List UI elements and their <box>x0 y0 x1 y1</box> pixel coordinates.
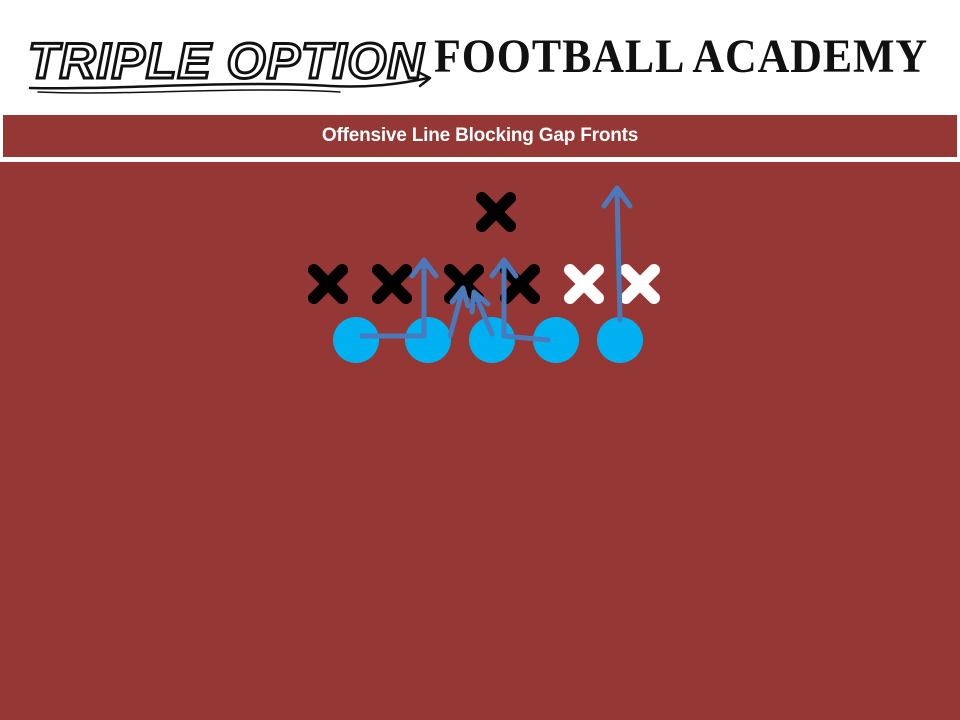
academy-logo: TRIPLE OPTION FOOTBALL ACADEMY <box>27 30 928 94</box>
lineman-1 <box>333 317 379 363</box>
defender-2 <box>378 270 406 298</box>
block-arrow-5 <box>601 185 633 323</box>
block-arrow-1 <box>359 257 439 339</box>
defender-5-white <box>570 270 598 298</box>
lineman-3 <box>469 317 515 363</box>
title-bar: Offensive Line Blocking Gap Fronts <box>3 115 957 157</box>
block-arrow-4 <box>489 257 551 343</box>
block-arrow-3 <box>469 289 495 337</box>
field <box>0 162 960 720</box>
lineman-5 <box>597 317 643 363</box>
lineman-4 <box>533 317 579 363</box>
lineman-2 <box>405 317 451 363</box>
defender-4 <box>506 270 534 298</box>
defender-linebacker <box>482 198 510 226</box>
blocking-diagram <box>0 185 960 363</box>
logo-script-text: TRIPLE OPTION <box>28 33 424 89</box>
page-title: Offensive Line Blocking Gap Fronts <box>321 125 639 146</box>
header: TRIPLE OPTION FOOTBALL ACADEMY <box>0 0 960 112</box>
defender-1 <box>314 270 342 298</box>
logo-block-text: FOOTBALL ACADEMY <box>434 30 928 83</box>
block-arrow-2 <box>447 285 471 339</box>
defender-6-white <box>626 270 654 298</box>
